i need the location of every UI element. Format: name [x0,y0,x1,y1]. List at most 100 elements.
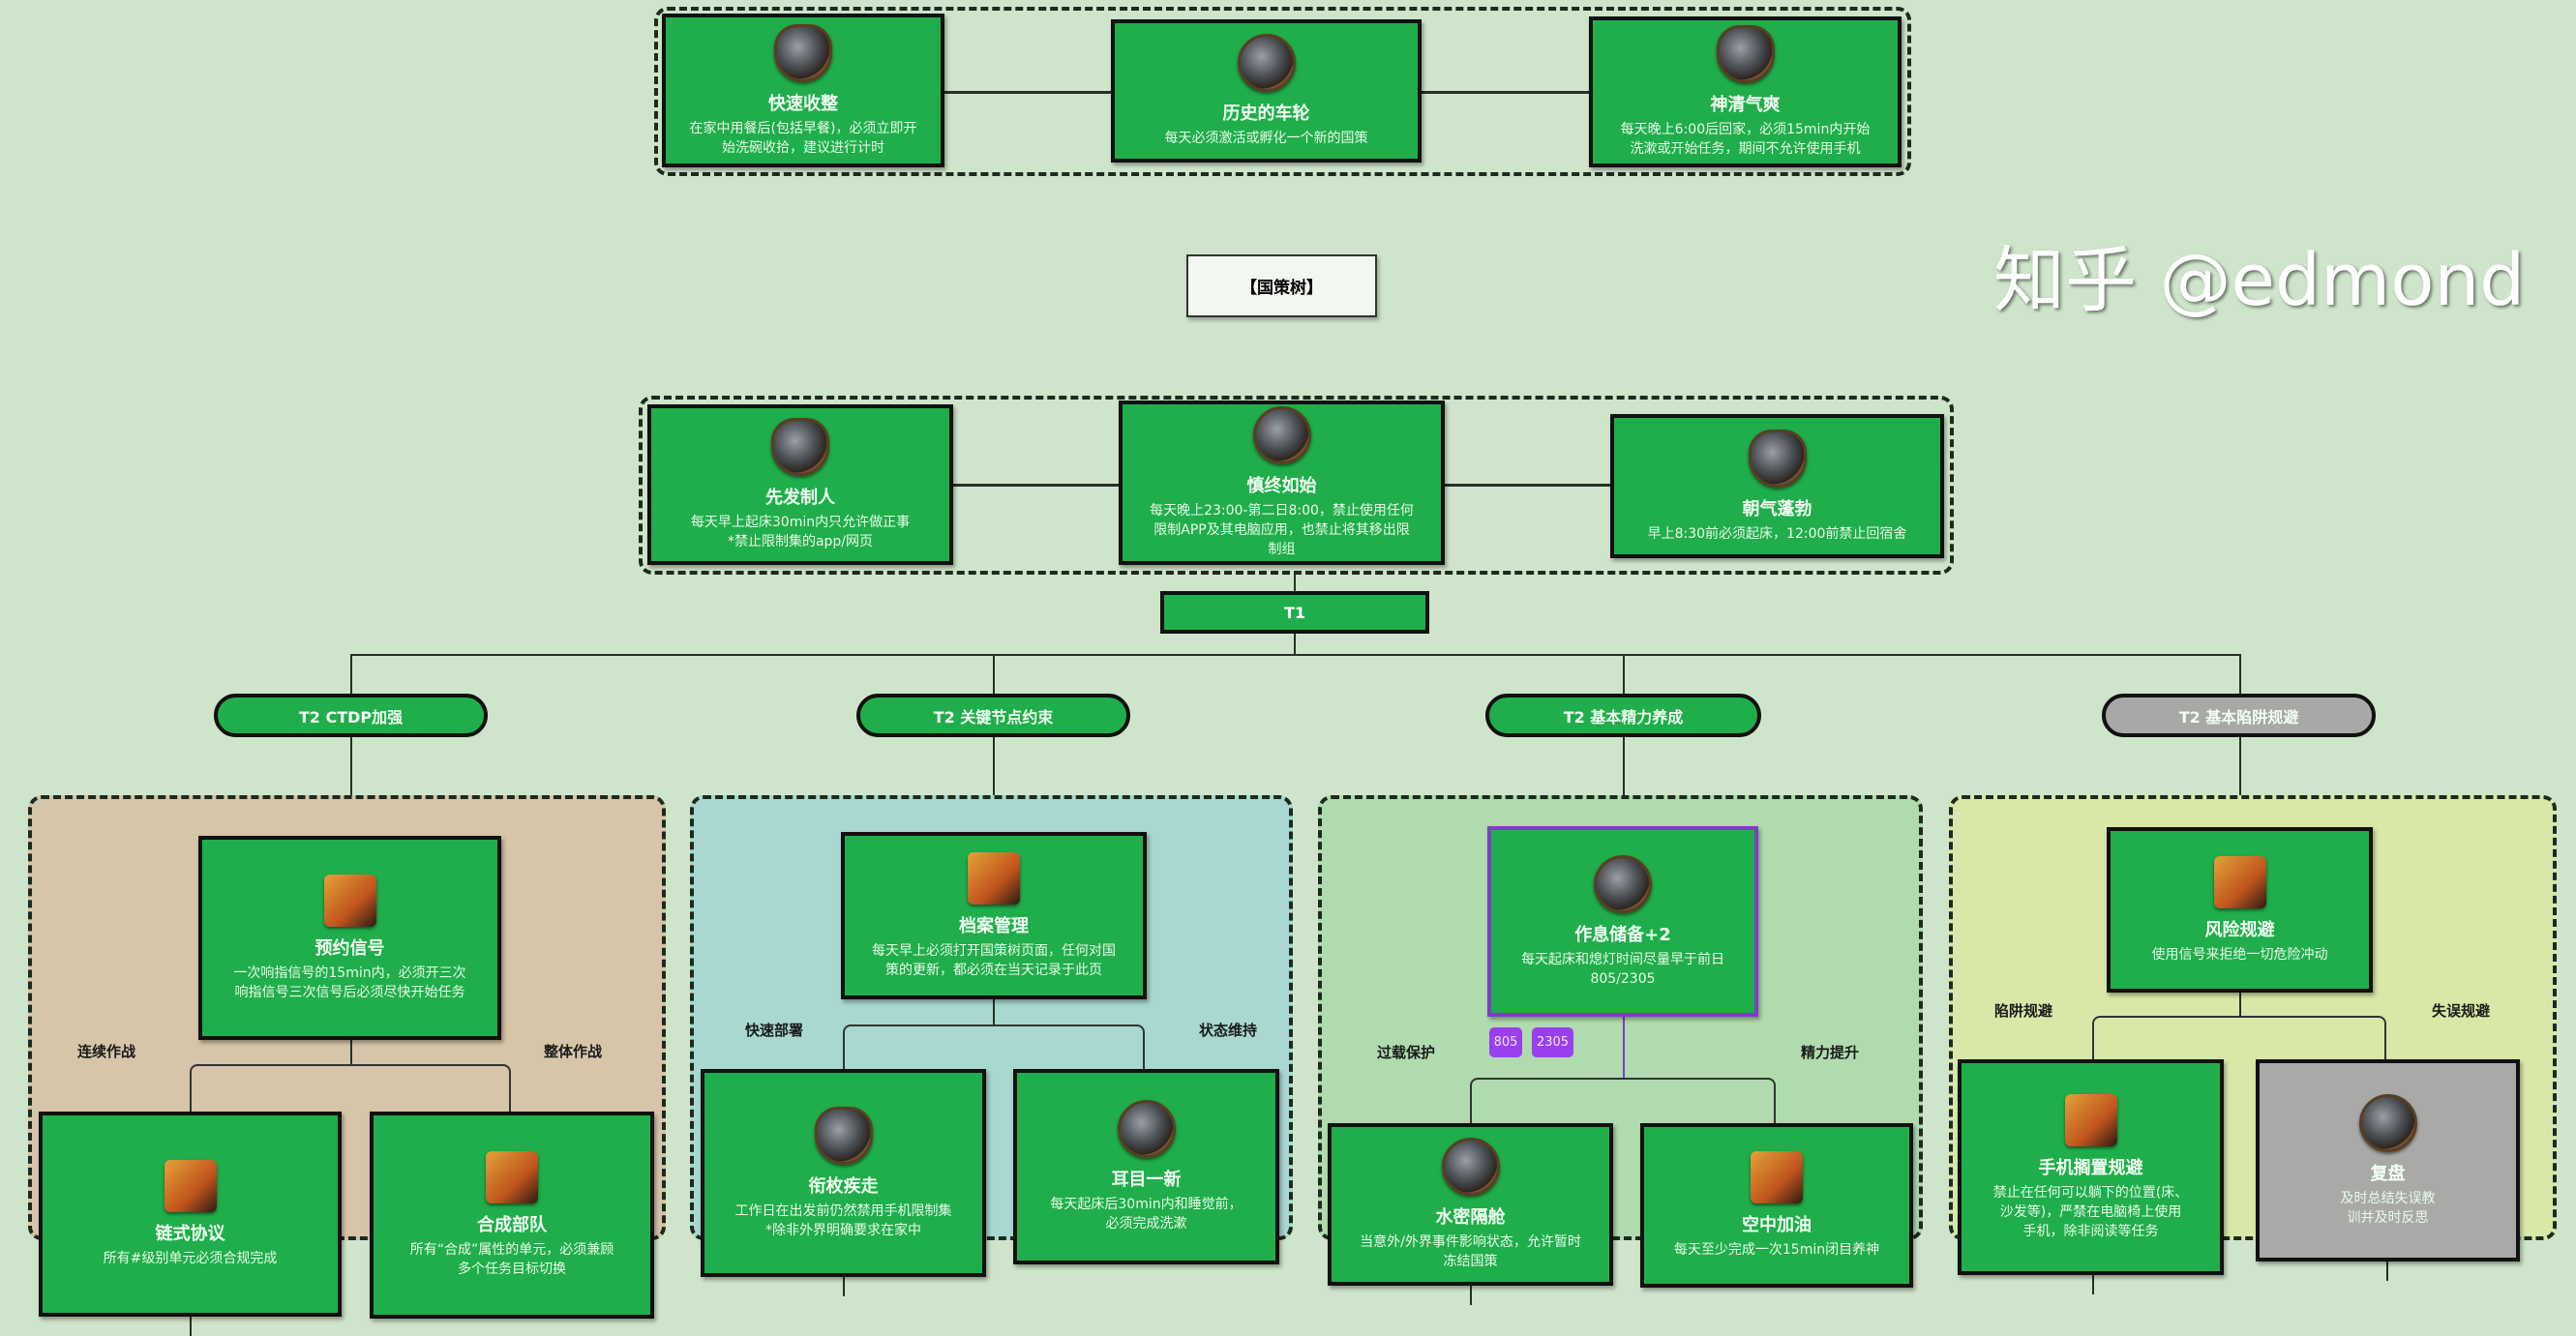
policy-desc: 在家中用餐后(包括早餐)，必须立即开 始洗碗收拾，建议进行计时 [689,120,917,156]
policy-desc: 禁止在任何可以躺下的位置(床、 沙发等)，严禁在电脑椅上使用 手机，除非阅读等任… [1992,1184,2189,1239]
policy-title: 神清气爽 [1710,95,1781,115]
tier-t2-energy[interactable]: T2 基本精力养成 [1485,694,1761,737]
connector [1623,1017,1625,1078]
policy-desc: 使用信号来拒绝一切危险冲动 [2151,946,2328,963]
policy-card-risk-avoidance[interactable]: 风险规避 使用信号来拒绝一切危险冲动 [2107,827,2373,993]
policy-desc: 一次响指信号的15min内，必须开三次 响指信号三次信号后必须尽快开始任务 [233,965,466,1000]
policy-card-air-refuel[interactable]: 空中加油 每天至少完成一次15min闭目养神 [1640,1123,1913,1288]
tier-t1[interactable]: T1 [1160,591,1429,634]
policy-title: 衔枚疾走 [808,1175,879,1197]
branch-label: 状态维持 [1199,1022,1258,1039]
policy-title: 历史的车轮 [1222,104,1310,124]
policy-card-combined-forces[interactable]: 合成部队 所有“合成”属性的单元，必须兼顾 多个任务目标切换 [370,1112,654,1319]
policy-desc: 每天起床后30min内和睡觉前， 必须完成洗漱 [1050,1197,1243,1232]
policy-title: 先发制人 [765,488,835,508]
policy-title: 链式协议 [155,1224,225,1244]
connector [190,1317,192,1336]
connector [953,484,1119,487]
connector [350,654,2239,656]
policy-desc: 每天早上必须打开国策树页面，任何对国 策的更新，都必须在当天记录于此页 [872,942,1116,978]
policy-desc: 早上8:30前必须起床，12:00前禁止回宿舍 [1647,525,1907,542]
policy-title: 空中加油 [1742,1215,1812,1235]
wheel-icon [1237,34,1296,92]
policy-desc: 每天晚上6:00后回家，必须15min内开始 洗漱或开始任务，期间不允许使用手机 [1620,122,1871,157]
policy-desc: 及时总结失误教 训并及时反思 [2340,1190,2436,1226]
policy-title: 合成部队 [477,1215,547,1235]
policy-title: 预约信号 [315,937,385,959]
soldier-stairs-icon [164,1160,217,1212]
emblem-icon [771,418,829,476]
crossed-tools-icon [774,23,832,82]
policy-card-refresh[interactable]: 耳目一新 每天起床后30min内和睡觉前， 必须完成洗漱 [1013,1069,1279,1264]
policy-desc: 所有“合成”属性的单元，必须兼顾 多个任务目标切换 [409,1242,614,1277]
branch-label: 陷阱规避 [1994,1002,2053,1020]
tier-t2-key-nodes[interactable]: T2 关键节点约束 [856,694,1130,737]
camera-laurel-icon [2358,1093,2417,1152]
policy-title: 复盘 [2370,1163,2406,1184]
soldier-grass-icon [2064,1093,2117,1146]
policy-desc: 每天至少完成一次15min闭目养神 [1673,1242,1880,1258]
branch-label: 快速部署 [745,1022,804,1039]
mask-emblem-icon [1117,1100,1176,1158]
bulkhead-icon [1441,1138,1500,1196]
policy-card-chain-protocol[interactable]: 链式协议 所有#级别单元必须合规完成 [39,1112,342,1317]
policy-desc: 每天早上起床30min内只允许做正事 *禁止限制集的app/网页 [690,515,911,549]
branch-label: 整体作战 [544,1043,603,1060]
branch-connector [190,1064,511,1112]
policy-card-schedule-reserve[interactable]: 作息储备+2 每天起床和熄灯时间尽量早于前日 805/2305 [1487,826,1758,1017]
document-icon [968,851,1020,905]
connector [350,1040,352,1064]
policy-title: 朝气蓬勃 [1742,498,1812,520]
policy-title: 档案管理 [959,915,1029,936]
policy-title: 手机搁置规避 [2038,1157,2143,1178]
policy-desc: 每天必须激活或孵化一个新的国策 [1164,131,1368,146]
branch-connector [843,1024,1145,1069]
policy-card-swift-march[interactable]: 衔枚疾走 工作日在出发前仍然禁用手机限制集 *除非外界明确要求在家中 [701,1069,986,1277]
policy-card-quick-cleanup[interactable]: 快速收整 在家中用餐后(包括早餐)，必须立即开 始洗碗收拾，建议进行计时 [662,14,944,167]
policy-title: 风险规避 [2204,919,2275,940]
policy-card-watertight[interactable]: 水密隔舱 当意外/外界事件影响状态，允许暂时 冻结国策 [1328,1123,1613,1286]
shield-icon [1252,406,1311,464]
helmet-icon [1716,25,1775,83]
policy-card-consistent[interactable]: 慎终如始 每天晚上23:00-第二日8:00，禁止使用任何 限制APP及其电脑应… [1119,401,1445,565]
policy-card-mistake-avoidance[interactable]: 复盘 及时总结失误教 训并及时反思 [2256,1059,2520,1262]
connector [1470,1286,1472,1305]
time-badge[interactable]: 2305 [1532,1027,1573,1057]
policy-title: 作息储备+2 [1574,924,1671,945]
top-policy-group [654,7,1911,176]
branch-label: 连续作战 [77,1043,136,1060]
connector [2386,1262,2388,1281]
policy-title: 水密隔舱 [1435,1207,1506,1228]
watermark: 知乎 @edmond [1993,239,2526,322]
policy-card-refreshed[interactable]: 神清气爽 每天晚上6:00后回家，必须15min内开始 洗漱或开始任务，期间不允… [1589,16,1902,167]
policy-card-preemptive[interactable]: 先发制人 每天早上起床30min内只允许做正事 *禁止限制集的app/网页 [647,404,953,565]
policy-desc: 每天起床和熄灯时间尽量早于前日 805/2305 [1521,951,1724,987]
refuel-arrow-icon [1751,1151,1803,1203]
root-policy-group [639,396,1954,575]
connector [2239,993,2241,1016]
time-badge[interactable]: 805 [1489,1027,1522,1057]
policy-title: 耳目一新 [1111,1170,1182,1190]
hammer-sickle-icon [2213,855,2266,908]
branch-label: 精力提升 [1801,1044,1860,1061]
signal-arrow-icon [323,874,376,927]
branch-connector [1470,1078,1776,1123]
policy-card-signal[interactable]: 预约信号 一次响指信号的15min内，必须开三次 响指信号三次信号后必须尽快开始… [198,836,501,1040]
connector [1445,484,1610,487]
branch-label: 过载保护 [1377,1044,1436,1061]
policy-desc: 所有#级别单元必须合规完成 [103,1251,278,1266]
policy-desc: 每天晚上23:00-第二日8:00，禁止使用任何 限制APP及其电脑应用，也禁止… [1150,503,1414,557]
emblem-icon [1748,429,1807,488]
tier-t2-ctdp[interactable]: T2 CTDP加强 [214,694,488,737]
tier-t2-traps[interactable]: T2 基本陷阱规避 [2102,694,2376,737]
policy-title: 快速收整 [768,93,838,114]
branching-arrows-icon [486,1151,538,1203]
connector [843,1277,845,1296]
connector [2092,1275,2094,1294]
policy-title: 慎终如始 [1246,476,1317,496]
policy-card-wheel-of-history[interactable]: 历史的车轮 每天必须激活或孵化一个新的国策 [1111,19,1422,163]
connector [1422,91,1589,94]
policy-card-phone-avoidance[interactable]: 手机搁置规避 禁止在任何可以躺下的位置(床、 沙发等)，严禁在电脑椅上使用 手机… [1958,1059,2224,1275]
policy-card-vigorous[interactable]: 朝气蓬勃 早上8:30前必须起床，12:00前禁止回宿舍 [1610,414,1944,558]
policy-card-archive[interactable]: 档案管理 每天早上必须打开国策树页面，任何对国 策的更新，都必须在当天记录于此页 [841,832,1147,999]
